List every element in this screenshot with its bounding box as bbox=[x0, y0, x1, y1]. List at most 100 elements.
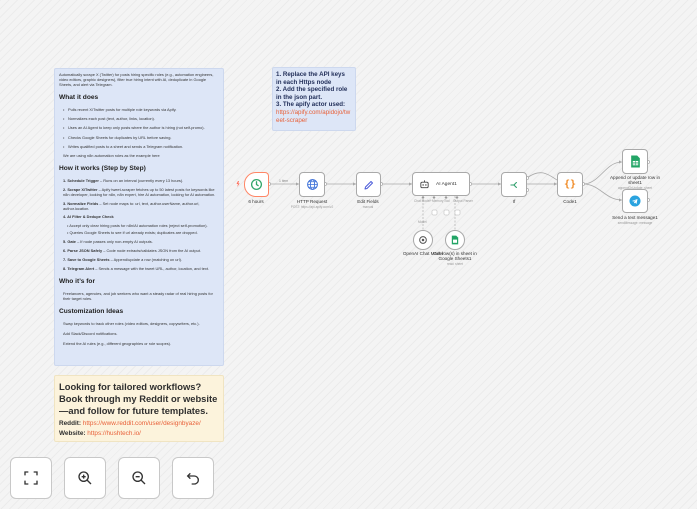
step-item: 3. Normalize Fields – Set node maps to: … bbox=[63, 200, 200, 211]
add-subnode-button bbox=[454, 209, 461, 216]
edit-fields-node[interactable] bbox=[356, 172, 381, 197]
globe-icon bbox=[306, 179, 318, 190]
step-item: 5. Gate – If node passes only non-empty … bbox=[63, 239, 153, 245]
promo-headline: Looking for tailored workflows? Book thr… bbox=[59, 381, 218, 416]
agent-port-memory: Memory bbox=[432, 199, 444, 203]
get-rows-node-label: Get row(s) in sheet in Google Sheets1 bbox=[433, 251, 477, 262]
add-subnode-button bbox=[431, 209, 438, 216]
who-heading: Who it’s for bbox=[59, 277, 96, 285]
code-braces-icon: {} bbox=[563, 179, 577, 190]
sticky-note-promo[interactable]: Looking for tailored workflows? Book thr… bbox=[54, 375, 224, 442]
fit-view-button[interactable] bbox=[10, 457, 52, 499]
trigger-indicator-icon bbox=[236, 181, 240, 187]
add-subnode-button bbox=[443, 209, 450, 216]
edge-code-telegram bbox=[582, 183, 623, 201]
list-item: •Normalizes each post (text, author, lin… bbox=[63, 116, 155, 122]
setup-line-3: 3. The apify actor used: bbox=[276, 101, 346, 109]
if-node-label: If bbox=[512, 199, 516, 204]
code-node[interactable]: {} bbox=[557, 172, 583, 197]
sticky-note-description[interactable]: Automatically scrape X (Twitter) for pos… bbox=[54, 68, 224, 366]
fit-view-icon bbox=[24, 471, 38, 485]
telegram-node-subtitle: sendMessage: message bbox=[617, 221, 653, 225]
code-node-label: Code1 bbox=[563, 199, 577, 204]
edge-code-sheets bbox=[582, 161, 623, 185]
branch-icon bbox=[510, 181, 518, 188]
ai-agent-node[interactable]: AI Agent1 bbox=[412, 172, 470, 196]
what-it-does-heading: What it does bbox=[59, 94, 99, 101]
zoom-in-button[interactable] bbox=[64, 457, 106, 499]
pencil-icon bbox=[364, 180, 373, 189]
sheets-node-subtitle: appendOrUpdate: sheet bbox=[617, 186, 653, 190]
arrowhead bbox=[619, 198, 622, 202]
arrowhead bbox=[409, 182, 412, 186]
sticky-note-setup[interactable]: 1. Replace the API keys in each Https no… bbox=[272, 67, 356, 131]
telegram-node-label: Send a text message1 bbox=[612, 215, 658, 220]
schedule-trigger-node[interactable] bbox=[244, 172, 269, 197]
connector-diamond bbox=[455, 196, 459, 199]
http-request-node[interactable] bbox=[299, 172, 325, 197]
sheets-get-rows-node[interactable] bbox=[445, 230, 465, 250]
step-item: 8. Telegram Alert – Sends a message with… bbox=[63, 265, 209, 271]
website-link[interactable]: https://hushtech.io/ bbox=[87, 430, 141, 437]
list-item: •Writes qualified posts to a sheet and s… bbox=[63, 143, 184, 149]
reddit-row: Reddit: https://www.reddit.com/user/desi… bbox=[59, 420, 201, 427]
customization-heading: Customization Ideas bbox=[59, 307, 124, 315]
reddit-link[interactable]: https://www.reddit.com/user/designbyaze/ bbox=[82, 420, 201, 427]
zoom-out-icon bbox=[132, 471, 146, 485]
arrowhead bbox=[353, 182, 356, 186]
connector-diamond bbox=[444, 196, 448, 199]
example-note: We are using n8n automation roles as the… bbox=[63, 152, 160, 158]
edit-node-label: Edit Fields bbox=[357, 199, 379, 204]
arrowhead bbox=[296, 182, 299, 186]
agent-port-output-parser: Output Parser bbox=[453, 199, 473, 203]
zoom-out-button[interactable] bbox=[118, 457, 160, 499]
model-tag: Model bbox=[418, 220, 427, 224]
edit-node-subtitle: manual bbox=[362, 205, 374, 209]
arrowhead bbox=[619, 160, 622, 164]
step-item: 7. Save to Google Sheets – Append/update… bbox=[63, 256, 182, 262]
google-sheets-icon bbox=[630, 155, 640, 168]
sub-item: • Queries Google Sheets to see if url al… bbox=[67, 230, 198, 236]
step-item: 4. AI Filter & Dedupe Check bbox=[63, 214, 114, 220]
clock-icon bbox=[250, 178, 263, 191]
telegram-icon bbox=[629, 195, 641, 207]
openai-icon bbox=[419, 236, 427, 244]
who-text: Freelancers, agencies, and job seekers w… bbox=[63, 290, 213, 301]
connector-diamond bbox=[432, 196, 436, 199]
openai-node-label: OpenAI Chat Model bbox=[402, 251, 444, 256]
telegram-node[interactable] bbox=[622, 189, 648, 213]
arrowhead bbox=[498, 182, 501, 186]
undo-button[interactable] bbox=[172, 457, 214, 499]
agent-node-label: AI Agent1 bbox=[436, 181, 457, 187]
list-item: •Uses an AI Agent to keep only posts whe… bbox=[63, 125, 205, 131]
step-item: 1. Schedule Trigger – Runs on an interva… bbox=[63, 177, 184, 183]
how-it-works-heading: How it works (Step by Step) bbox=[59, 164, 146, 172]
list-item: •Pulls recent X/Twitter posts for multip… bbox=[63, 107, 177, 112]
get-rows-node-subtitle: read: sheet bbox=[447, 262, 463, 266]
step-item: 2. Scrape X/Twitter – Apify tweet-scrape… bbox=[63, 186, 216, 197]
apify-link[interactable]: https://apify.com/apidojo/tweet-scraper bbox=[276, 108, 351, 124]
http-node-label: HTTP Request bbox=[296, 199, 328, 204]
step-item: 6. Parse JSON Safely – Code node extract… bbox=[63, 247, 201, 253]
sub-item: • Accept only clear hiring posts for n8n… bbox=[67, 223, 208, 229]
sheets-append-node[interactable] bbox=[622, 149, 648, 174]
edge-item-count: 1 item bbox=[279, 179, 289, 183]
openai-chat-model-node[interactable] bbox=[413, 230, 433, 250]
sheets-node-label: Append or update row in sheet1 bbox=[609, 175, 661, 186]
custom-item: Add Slack/Discord notifications. bbox=[63, 330, 118, 336]
website-row: Website: https://hushtech.io/ bbox=[59, 430, 141, 437]
if-node[interactable] bbox=[501, 172, 527, 197]
schedule-node-label: 6 hours bbox=[248, 199, 264, 204]
list-item: •Checks Google Sheets for duplicates by … bbox=[63, 134, 172, 140]
google-sheets-icon bbox=[451, 235, 459, 245]
agent-port-tool: Tool bbox=[444, 199, 450, 203]
intro-text: Automatically scrape X (Twitter) for pos… bbox=[59, 72, 214, 87]
undo-icon bbox=[186, 472, 199, 485]
custom-item: Swap keywords to track other roles (vide… bbox=[63, 320, 200, 326]
agent-port-chat-model: Chat Model* bbox=[414, 199, 432, 203]
connector-diamond bbox=[421, 196, 425, 199]
robot-icon bbox=[420, 179, 429, 188]
custom-item: Extend the AI rules (e.g., different geo… bbox=[63, 340, 172, 346]
arrowhead bbox=[554, 182, 557, 186]
